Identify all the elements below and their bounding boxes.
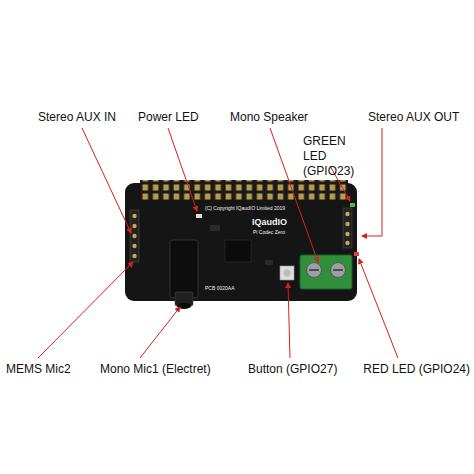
callout-label: Power LED	[138, 110, 199, 125]
board-silkscreen: (C) Copyright IQaudIO Limited 2019	[205, 205, 285, 211]
speaker-terminal	[300, 255, 352, 289]
callout-label: Button (GPIO27)	[248, 362, 337, 377]
callout-label: Mono Speaker	[230, 110, 308, 125]
callout-label: Stereo AUX OUT	[368, 110, 459, 125]
callout-label: Stereo AUX IN	[38, 110, 116, 125]
audio-jack	[170, 240, 198, 298]
pcb	[125, 183, 357, 301]
gpio-header	[140, 180, 348, 200]
callout-label: RED LED (GPIO24)	[363, 362, 470, 377]
board-silkscreen: PCB 0020AA	[205, 285, 234, 291]
leader-lines	[38, 128, 398, 358]
callout-label: MEMS Mic2	[6, 362, 71, 377]
board-silkscreen: Pi Codec Zero	[253, 229, 285, 235]
callout-label: GREEN LED (GPIO23)	[303, 134, 365, 179]
push-button	[280, 266, 294, 280]
board-logo: IQaudIO	[252, 217, 287, 227]
callout-label: Mono Mic1 (Electret)	[100, 362, 211, 377]
